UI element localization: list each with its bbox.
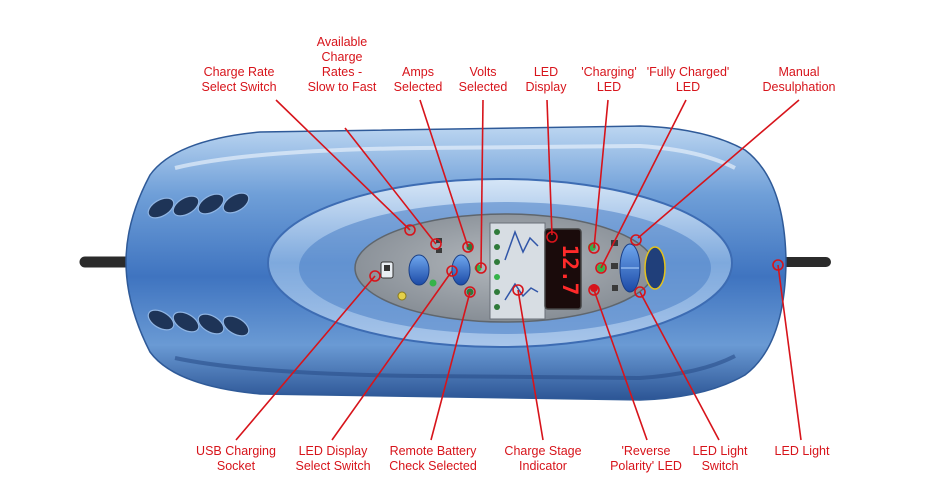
label-led-display-select-switch: LED Display Select Switch [295, 444, 371, 473]
label-remote-battery-check: Remote Battery Check Selected [389, 444, 477, 473]
charge-curve-graph [504, 229, 539, 261]
brand-badge [644, 246, 666, 290]
charge-rate-switch[interactable] [408, 254, 430, 286]
label-charge-rate-select-switch: Charge Rate Select Switch [201, 65, 277, 94]
label-volts-selected: Volts Selected [458, 65, 508, 94]
label-led-display: LED Display [525, 65, 567, 94]
body-highlight [174, 143, 736, 170]
label-amps-selected: Amps Selected [393, 65, 443, 94]
label-led-light: LED Light [774, 444, 830, 458]
label-manual-desulphation: Manual Desulphation [762, 65, 836, 94]
charge-curve-graph-lower [504, 282, 539, 301]
callout-circles [369, 224, 784, 298]
label-charge-stage-indicator: Charge Stage Indicator [504, 444, 582, 473]
led-light-indicator [397, 291, 407, 301]
led-display [544, 228, 582, 310]
vent-slots [147, 192, 250, 337]
charge-stage-leds [494, 229, 500, 310]
body-shadow [174, 354, 736, 381]
label-charging-led: 'Charging' LED [581, 65, 637, 94]
label-reverse-polarity-led: 'Reverse Polarity' LED [610, 444, 682, 473]
callout-lines [235, 99, 802, 441]
label-fully-charged-led: 'Fully Charged' LED [646, 65, 730, 94]
label-usb-charging-socket: USB Charging Socket [196, 444, 276, 473]
led-display-digits: 12.7 [558, 245, 582, 296]
usb-socket-port [384, 265, 390, 271]
label-available-charge-rates: Available Charge Rates - Slow to Fast [307, 35, 377, 94]
label-led-light-switch: LED Light Switch [692, 444, 748, 473]
led-display-select-switch[interactable] [451, 254, 471, 286]
